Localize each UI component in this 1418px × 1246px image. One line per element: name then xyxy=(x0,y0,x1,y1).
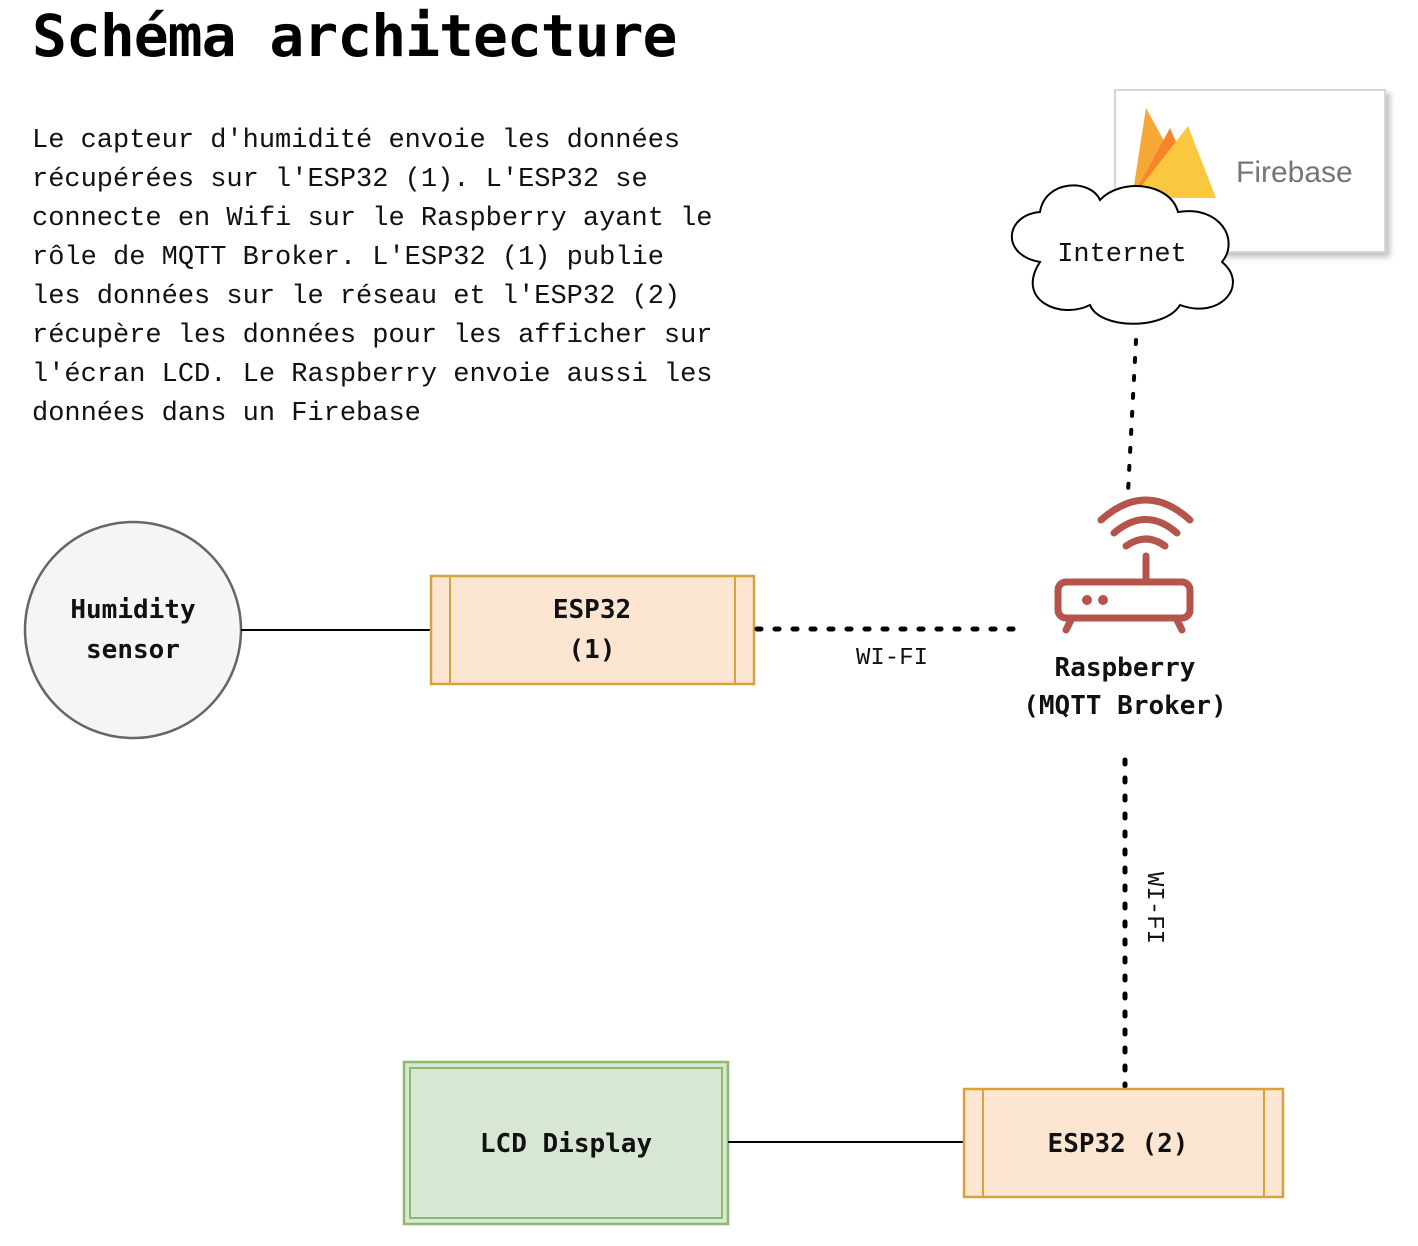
esp32-2-label: ESP32 (2) xyxy=(1048,1129,1189,1159)
raspberry-label-line2: (MQTT Broker) xyxy=(1023,691,1227,721)
esp32-1-node[interactable]: ESP32 (1) xyxy=(429,574,756,686)
internet-label: Internet xyxy=(1057,240,1187,270)
esp32-1-label-line2: (1) xyxy=(569,635,616,665)
firebase-flame-icon xyxy=(1132,108,1216,198)
firebase-label: Firebase xyxy=(1236,156,1353,189)
raspberry-label-line1: Raspberry xyxy=(1055,653,1196,683)
humidity-sensor-node[interactable]: Humidity sensor xyxy=(23,520,243,740)
internet-raspberry-link xyxy=(1126,338,1138,494)
humidity-sensor-label-line2: sensor xyxy=(86,635,180,665)
page-title: Schéma architecture xyxy=(32,2,677,70)
esp32-2-node[interactable]: ESP32 (2) xyxy=(962,1087,1285,1199)
wifi-label-vertical: WI-FI xyxy=(1140,872,1167,944)
esp32-1-label-line1: ESP32 xyxy=(553,595,631,625)
router-icon[interactable] xyxy=(1054,496,1194,634)
humidity-sensor-label-line1: Humidity xyxy=(70,595,195,625)
description-text: Le capteur d'humidité envoie les données… xyxy=(32,126,713,429)
lcd-display-node[interactable]: LCD Display xyxy=(402,1060,730,1226)
firebase-node[interactable]: Firebase xyxy=(1114,89,1386,253)
wifi-label-horizontal: WI-FI xyxy=(856,645,928,672)
lcd-display-label: LCD Display xyxy=(480,1129,652,1159)
internet-cloud[interactable]: Internet xyxy=(1010,184,1234,325)
